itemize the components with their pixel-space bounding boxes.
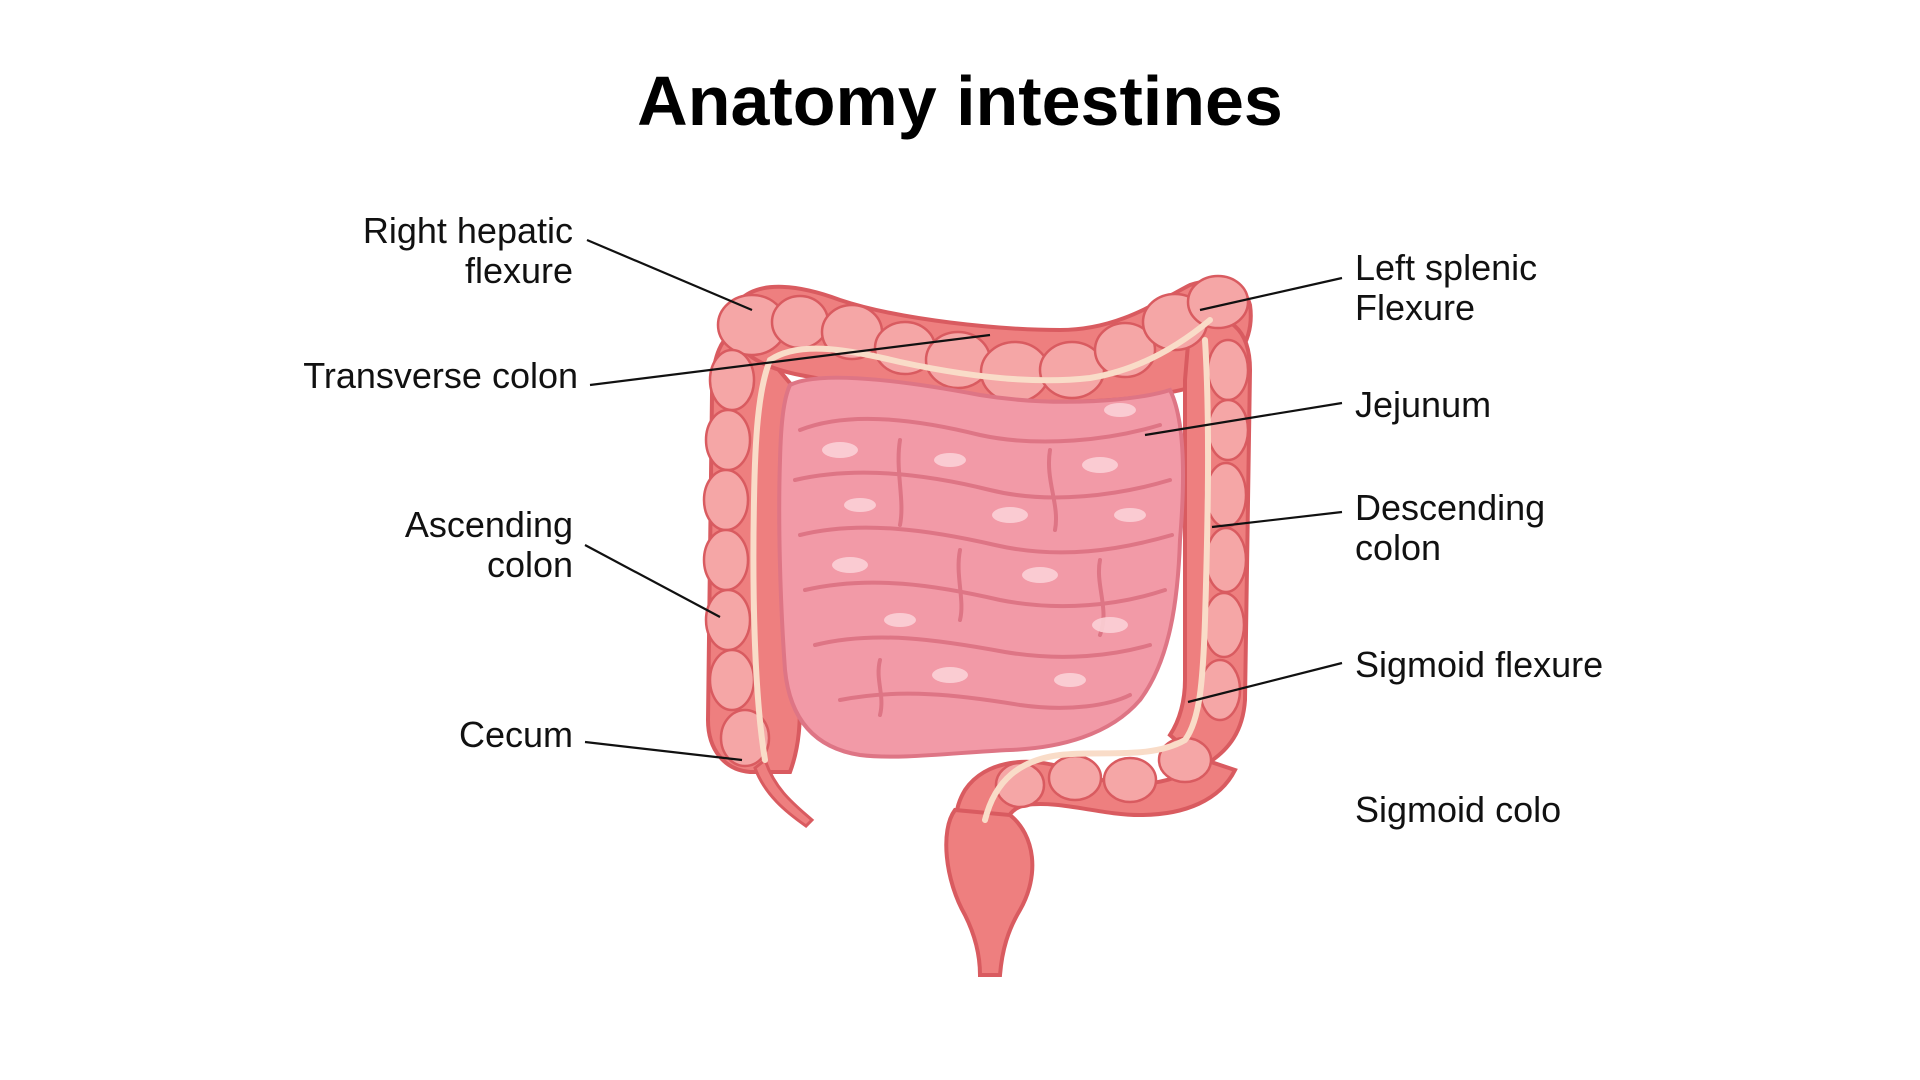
label-cecum: Cecum [459, 714, 743, 762]
label-transverse-colon-line1: Transverse colon [303, 355, 578, 396]
leader-jejunum [1144, 401, 1343, 437]
label-left-splenic-flexure: Left splenic Flexure [1199, 247, 1537, 328]
leader-descending-colon [1211, 510, 1343, 529]
label-sigmoid-colon-line1: Sigmoid colo [1355, 789, 1561, 830]
diagram-title: Anatomy intestines [637, 62, 1283, 140]
label-sigmoid-flexure: Sigmoid flexure [1187, 644, 1603, 704]
label-jejunum-line1: Jejunum [1355, 384, 1491, 425]
small-intestine [777, 375, 1185, 759]
leader-transverse-colon [589, 333, 991, 387]
label-left-splenic-flexure-line1: Left splenic [1355, 247, 1537, 288]
colon-inner-line [750, 317, 1213, 823]
label-right-hepatic-flexure: Right hepatic flexure [363, 210, 753, 312]
label-left-splenic-flexure-line2: Flexure [1355, 287, 1475, 328]
label-sigmoid-colon: Sigmoid colo [1355, 789, 1561, 830]
rectum-shape [944, 807, 1035, 977]
label-right-hepatic-flexure-line2: flexure [465, 250, 573, 291]
label-descending-colon-line2: colon [1355, 527, 1441, 568]
intestine-illustration [702, 274, 1253, 977]
label-cecum-line1: Cecum [459, 714, 573, 755]
label-transverse-colon: Transverse colon [303, 333, 991, 396]
large-intestine [702, 274, 1253, 977]
leader-sigmoid-flexure [1187, 661, 1343, 704]
label-descending-colon-line1: Descending [1355, 487, 1545, 528]
leader-ascending-colon [584, 544, 721, 618]
leader-cecum [584, 740, 743, 762]
label-right-hepatic-flexure-line1: Right hepatic [363, 210, 573, 251]
label-ascending-colon-line2: colon [487, 544, 573, 585]
label-ascending-colon: Ascending colon [405, 504, 721, 618]
label-jejunum: Jejunum [1144, 384, 1491, 437]
label-ascending-colon-line1: Ascending [405, 504, 573, 545]
label-sigmoid-flexure-line1: Sigmoid flexure [1355, 644, 1603, 685]
leader-right-hepatic-flexure [586, 238, 753, 312]
label-descending-colon: Descending colon [1211, 487, 1545, 568]
leader-left-splenic-flexure [1199, 276, 1343, 312]
appendix-shape [753, 757, 815, 828]
